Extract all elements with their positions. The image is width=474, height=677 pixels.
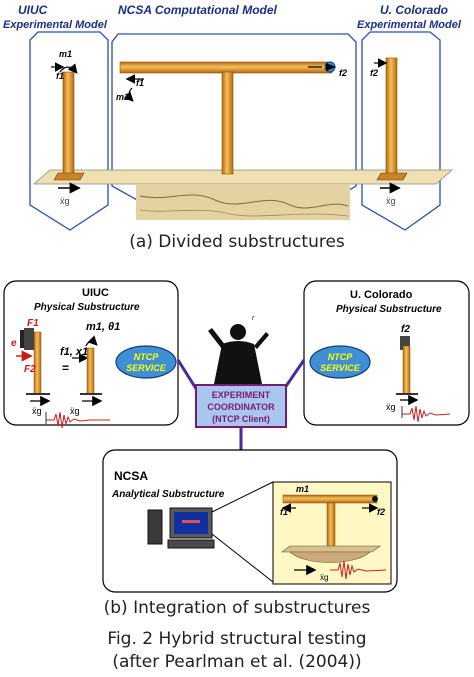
uiuc-f1-x1-label: f1, x1	[60, 346, 88, 358]
uiuc-m1-label-a: m1	[59, 49, 72, 59]
ncsa-subtitle-b: Analytical Substructure	[111, 489, 225, 500]
uiuc-f1-label-a: f1	[56, 71, 64, 81]
svg-text:r: r	[252, 315, 255, 322]
colorado-title-b: U. Colorado	[350, 289, 413, 301]
ntcp-service-colorado: NTCP SERVICE	[309, 345, 371, 379]
ncsa-title-a: NCSA Computational Model	[118, 3, 278, 17]
experiment-coordinator-box: EXPERIMENT COORDINATOR (NTCP Client)	[195, 384, 287, 428]
colorado-quake-record	[402, 405, 451, 423]
colorado-specimen-column	[402, 345, 411, 395]
ncsa-beam-b	[282, 494, 378, 504]
uiuc-equals-sign: =	[62, 361, 69, 375]
computer-callout-line-1	[211, 481, 274, 513]
uiuc-subtitle-b: Physical Substructure	[34, 302, 140, 313]
uiuc-moment-arrow-b	[85, 335, 98, 347]
ncsa-beam-a	[119, 61, 333, 74]
ntcp-colorado-line1: NTCP	[328, 352, 353, 362]
uiuc-title-a: UIUC	[18, 3, 48, 17]
uiuc-actuator-plate	[20, 330, 24, 348]
uiuc-actuator-block	[24, 328, 34, 350]
ntcp-colorado-line2: SERVICE	[320, 363, 361, 373]
ncsa-title-b: NCSA	[114, 469, 148, 483]
part-b-integration: UIUC Physical Substructure F1 e F2 ẍg m1…	[3, 280, 470, 593]
coordinator-line3: (NTCP Client)	[212, 414, 270, 424]
researcher-silhouette-icon: r	[208, 315, 269, 384]
ncsa-f2-arrowhead-a	[326, 63, 336, 71]
colorado-base-plate-a	[376, 172, 408, 181]
caption-part-a: (a) Divided substructures	[129, 232, 345, 252]
uiuc-subtitle-a: Experimental Model	[3, 19, 108, 31]
uiuc-xg-label-b1: ẍg	[32, 406, 42, 416]
coordinator-line1: EXPERIMENT	[212, 390, 271, 400]
colorado-actuator-block	[400, 336, 410, 350]
ncsa-f2-label-b: f2	[377, 507, 385, 517]
colorado-xg-label-b: ẍg	[386, 402, 396, 412]
colorado-f2-label-a: f2	[370, 68, 378, 78]
ncsa-column-b	[326, 502, 336, 549]
ncsa-beam-end-node-b	[372, 496, 378, 502]
coordinator-line2: COORDINATOR	[207, 402, 275, 412]
caption-part-b: (b) Integration of substructures	[103, 598, 371, 618]
ntcp-uiuc-line1: NTCP	[134, 352, 159, 362]
computer-workstation-icon	[147, 507, 215, 549]
ncsa-m1-label-a: m1	[116, 92, 129, 102]
ncsa-m1-label-b: m1	[296, 484, 309, 494]
ncsa-column-a	[221, 71, 234, 175]
uiuc-specimen-column-1	[33, 331, 42, 395]
uiuc-quake-record	[46, 411, 110, 429]
uiuc-title-b: UIUC	[82, 287, 109, 299]
uiuc-column-a	[62, 71, 75, 175]
ntcp-uiuc-line2: SERVICE	[126, 363, 167, 373]
ntcp-service-uiuc: NTCP SERVICE	[115, 345, 177, 379]
figure-caption-line1: Fig. 2 Hybrid structural testing	[107, 629, 367, 649]
uiuc-m1-theta1-label: m1, θ1	[86, 321, 120, 333]
ncsa-moment-arrow-a	[123, 87, 134, 102]
colorado-xg-label-a: ẍg	[386, 196, 396, 206]
uiuc-e-label: e	[11, 338, 17, 349]
soil-block-a	[136, 184, 350, 220]
figure-caption-line2: (after Pearlman et al. (2004))	[112, 652, 362, 672]
computer-callout-line-2	[211, 533, 274, 583]
colorado-column-a	[385, 57, 398, 175]
uiuc-base-plate-a	[53, 172, 85, 181]
ncsa-ground-slab-b	[281, 545, 381, 553]
ground-slab-a	[32, 169, 454, 185]
ncsa-soil-mound	[289, 551, 371, 563]
colorado-subtitle-b: Physical Substructure	[336, 304, 442, 315]
colorado-frame-a	[361, 31, 441, 231]
colorado-f2-label-b: f2	[401, 324, 410, 335]
uiuc-frame-a	[29, 31, 109, 231]
ncsa-quake-record	[330, 560, 387, 580]
uiuc-specimen-column-2	[86, 347, 95, 395]
colorado-subtitle-a: Experimental Model	[357, 19, 462, 31]
uiuc-xg-label-b2: ẍg	[70, 406, 80, 416]
colorado-physical-box	[303, 280, 470, 426]
uiuc-xg-label-a: ẍg	[60, 196, 70, 206]
part-a-divided-substructures: UIUC Experimental Model NCSA Computation…	[3, 3, 462, 231]
ncsa-xg-label-b: ẍg	[320, 573, 328, 582]
ncsa-f1-label-a: f1	[136, 78, 144, 88]
uiuc-F2-label: F2	[24, 364, 36, 375]
ncsa-f2-label-a: f2	[339, 68, 347, 78]
uiuc-F1-label: F1	[27, 318, 39, 329]
colorado-title-a: U. Colorado	[380, 3, 448, 17]
